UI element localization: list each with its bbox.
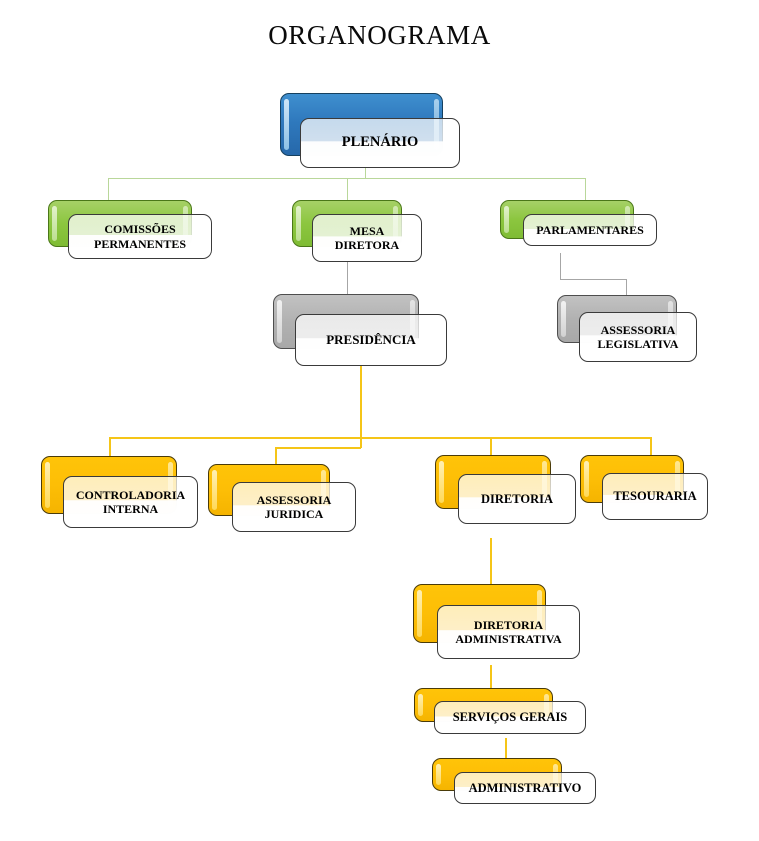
connector-plenario-to-mesa — [347, 178, 348, 200]
connector-diretoria-administrativa-to-servicos — [490, 665, 492, 688]
connector-parlamentares-bus — [560, 279, 626, 280]
connector-presidencia-to-controladoria — [109, 437, 111, 456]
node-comissoes-permanentes-label: COMISSÕES PERMANENTES — [68, 214, 212, 259]
node-mesa-diretora-label: MESA DIRETORA — [312, 214, 422, 262]
node-controladoria-interna-label: CONTROLADORIA INTERNA — [63, 476, 198, 528]
connector-presidencia-stem — [360, 366, 362, 437]
node-assessoria-legislativa-label: ASSESSORIA LEGISLATIVA — [579, 312, 697, 362]
page-title: ORGANOGRAMA — [268, 20, 491, 50]
connector-presidencia-to-assessoria-juridica — [275, 447, 277, 464]
node-diretoria-label: DIRETORIA — [458, 474, 576, 524]
connector-presidencia-to-diretoria — [490, 437, 492, 455]
node-servicos-gerais-label: SERVIÇOS GERAIS — [434, 701, 586, 734]
connector-presidencia-to-assessoria-juridica-jog — [275, 447, 361, 449]
connector-presidencia-to-assessoria-juridica-drop — [360, 437, 362, 448]
connector-servicos-to-administrativo — [505, 738, 507, 758]
connector-presidencia-to-tesouraria — [650, 437, 652, 455]
connector-plenario-to-comissoes — [108, 178, 109, 200]
node-tesouraria-label: TESOURARIA — [602, 473, 708, 520]
node-assessoria-juridica-label: ASSESSORIA JURIDICA — [232, 482, 356, 532]
connector-plenario-bus — [108, 178, 585, 179]
connector-presidencia-bus — [109, 437, 650, 439]
node-diretoria-administrativa-label: DIRETORIA ADMINISTRATIVA — [437, 605, 580, 659]
connector-diretoria-to-diretoria-administrativa — [490, 538, 492, 584]
node-plenario-label: PLENÁRIO — [300, 118, 460, 168]
connector-parlamentares-to-assessoria-legislativa — [626, 279, 627, 295]
connector-mesa-to-presidencia — [347, 262, 348, 294]
connector-plenario-to-parlamentares — [585, 178, 586, 200]
node-administrativo-label: ADMINISTRATIVO — [454, 772, 596, 804]
node-parlamentares-label: PARLAMENTARES — [523, 214, 657, 246]
connector-parlamentares-stem — [560, 253, 561, 279]
node-presidencia-label: PRESIDÊNCIA — [295, 314, 447, 366]
